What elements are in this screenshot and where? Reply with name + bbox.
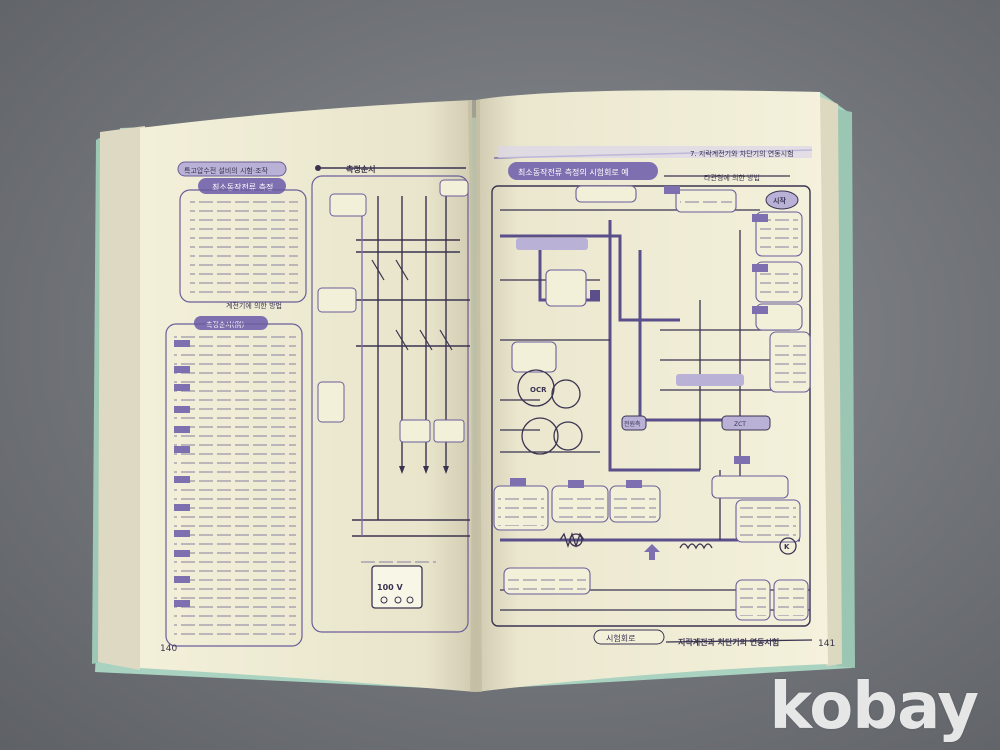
right-k-label: K	[784, 543, 790, 551]
book-gutter	[468, 100, 482, 692]
right-note: 전원측	[624, 420, 641, 428]
left-box-title: 최소동작전류 측정	[212, 182, 273, 192]
right-page-header: 7. 지락계전기와 차단기의 연동시험	[690, 149, 794, 158]
right-circuit-label: 시험회로	[606, 634, 635, 643]
right-page-number: 141	[818, 639, 835, 649]
left-page-content: 특고압수전 설비의 시험·조작 최소동작전류 측정 계전기에 의한 방법 측정순…	[160, 161, 470, 654]
left-sub-heading: 계전기에 의한 방법	[226, 301, 282, 310]
left-page-number: 140	[160, 644, 177, 654]
right-page-content: 7. 지락계전기와 차단기의 연동시험 최소동작전류 측정의 시험회로 예 타관…	[491, 146, 835, 649]
right-footer-title: 지락계전과 차단기의 연동시험	[678, 637, 779, 647]
left-page-header: 특고압수전 설비의 시험·조작	[184, 166, 269, 175]
right-ocr-label: OCR	[530, 386, 547, 394]
right-note-zct: ZCT	[734, 421, 746, 428]
watermark-logo: kobay	[769, 670, 979, 744]
left-page-stack	[98, 126, 145, 670]
right-start-label: 시작	[773, 196, 786, 205]
left-meter-label: 100 V	[377, 583, 403, 592]
left-section-title: 측정순서	[346, 164, 375, 174]
right-page-title: 최소동작전류 측정의 시험회로 예	[518, 167, 629, 177]
right-sub-heading: 타관형에 의한 방법	[704, 173, 760, 182]
